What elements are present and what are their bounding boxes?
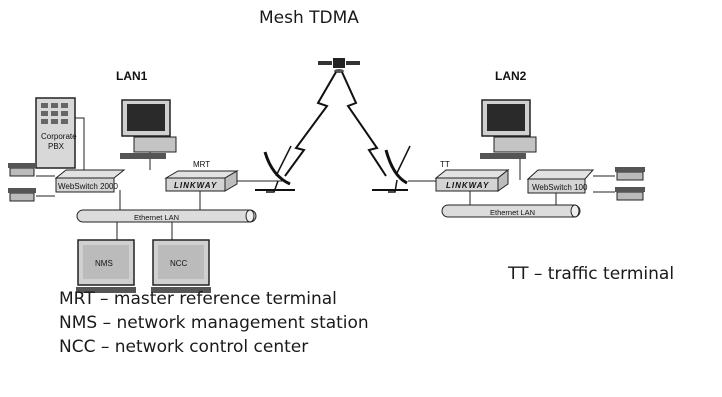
lan1-label: LAN1	[116, 69, 148, 83]
ncc-workstation-icon	[151, 239, 211, 293]
tt-linkway-label: LINKWAY	[446, 181, 489, 190]
webswitch-2000-device	[54, 169, 126, 193]
pbx-label-line2: PBX	[48, 142, 65, 151]
lan1-cabling	[36, 117, 284, 240]
legend-item-mrt: MRT – master reference terminal	[59, 289, 337, 309]
downlink-lightning-right	[341, 71, 387, 177]
mrt-label: MRT	[193, 160, 210, 169]
satellite-dish-icon	[255, 145, 295, 193]
pbx-icon	[35, 97, 76, 169]
lan2-label: LAN2	[495, 69, 527, 83]
webswitch-100-device	[526, 169, 595, 194]
mrt-linkway-device	[164, 170, 239, 192]
mrt-linkway-label: LINKWAY	[174, 181, 217, 190]
desktop-computer-icon	[480, 99, 537, 159]
legend-item-ncc: NCC – network control center	[59, 337, 309, 357]
webswitch-2000-label: WebSwitch 2000	[58, 182, 118, 191]
tt-label: TT	[440, 160, 450, 169]
telephone-icon	[615, 187, 645, 201]
satellite-icon	[318, 58, 360, 73]
nms-workstation-icon	[76, 239, 136, 293]
satellite-dish-icon	[372, 145, 411, 193]
webswitch-100-label: WebSwitch 100	[532, 183, 588, 192]
telephone-icon	[615, 167, 645, 181]
ethernet-lan1-label: Ethernet LAN	[134, 213, 179, 222]
abbreviation-legend: MRT – master reference terminal NMS – ne…	[59, 287, 369, 359]
pbx-label-line1: Corporate	[41, 132, 77, 141]
uplink-lightning-left	[284, 71, 337, 177]
tt-legend: TT – traffic terminal	[508, 264, 675, 284]
ethernet-lan2-bus	[441, 204, 581, 218]
lan2-cabling	[408, 155, 615, 205]
desktop-computer-icon	[120, 99, 177, 159]
telephone-icon	[8, 163, 36, 177]
ncc-label: NCC	[170, 259, 188, 268]
tt-linkway-device	[434, 168, 510, 192]
legend-item-nms: NMS – network management station	[59, 313, 369, 333]
ethernet-lan1-bus	[76, 209, 257, 223]
nms-label: NMS	[95, 259, 113, 268]
diagram-title: Mesh TDMA	[259, 8, 359, 28]
ethernet-lan2-label: Ethernet LAN	[490, 208, 535, 217]
telephone-icon	[8, 188, 36, 202]
